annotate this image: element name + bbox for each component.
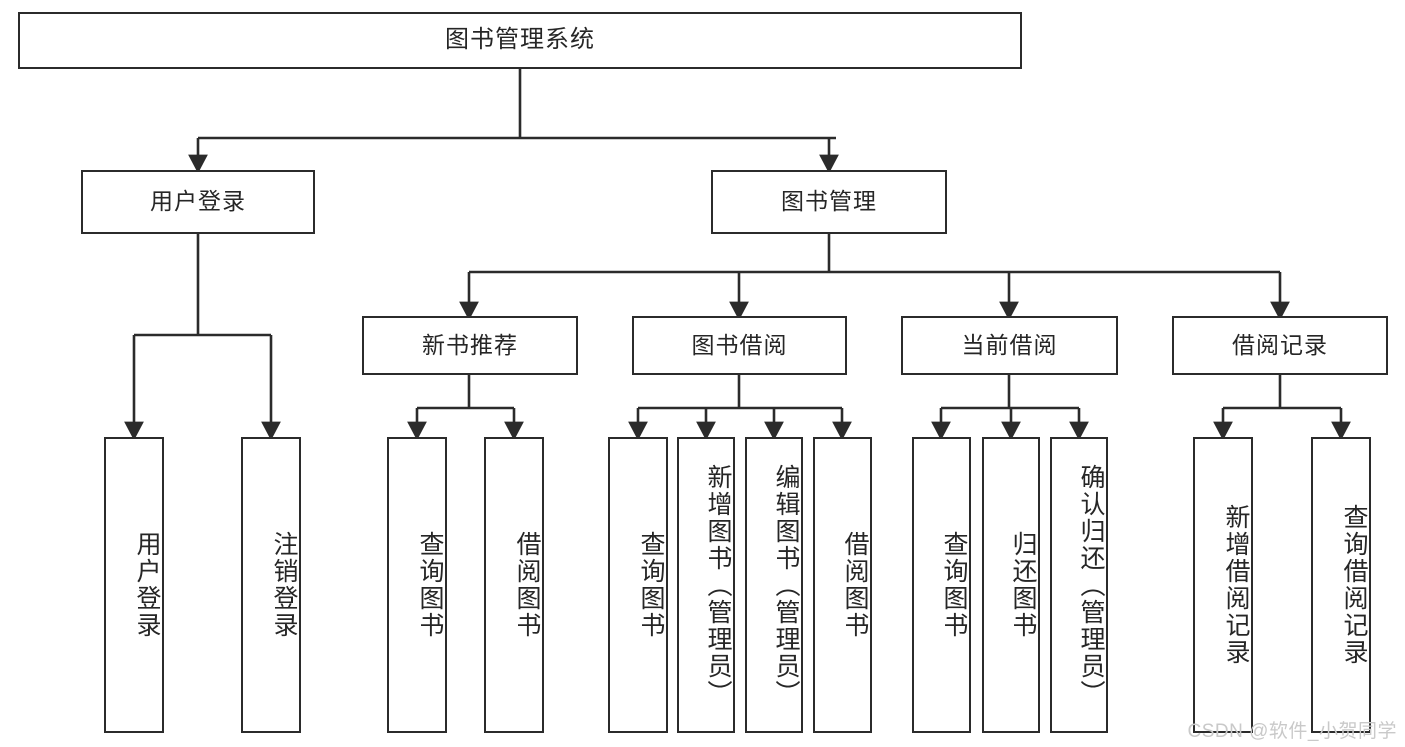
watermark: CSDN @软件_小贺同学 <box>1187 721 1397 742</box>
node-new-book-recommendation[interactable]: 新书推荐 <box>362 316 578 375</box>
node-label: 当前借阅 <box>961 331 1058 358</box>
node-label: 编辑图书（管理员） <box>772 463 800 707</box>
node-borrowing-record[interactable]: 借阅记录 <box>1172 316 1388 375</box>
node-label: 注销登录 <box>270 531 298 639</box>
node-label: 查询图书 <box>416 531 444 639</box>
leaf-add-borrow-record[interactable]: 新增借阅记录 <box>1193 437 1253 733</box>
node-label: 借阅记录 <box>1232 331 1328 358</box>
node-book-management-system[interactable]: 图书管理系统 <box>18 12 1022 69</box>
leaf-query-book-current[interactable]: 查询图书 <box>912 437 971 733</box>
node-label: 查询图书 <box>940 531 968 639</box>
leaf-query-book-borrow[interactable]: 查询图书 <box>608 437 668 733</box>
node-label: 借阅图书 <box>841 531 869 639</box>
leaf-return-book[interactable]: 归还图书 <box>982 437 1040 733</box>
node-label: 用户登录 <box>150 188 246 215</box>
node-book-borrowing[interactable]: 图书借阅 <box>632 316 847 375</box>
node-label: 归还图书 <box>1009 531 1037 639</box>
leaf-borrow-book-recommend[interactable]: 借阅图书 <box>484 437 544 733</box>
leaf-confirm-return-admin[interactable]: 确认归还（管理员） <box>1050 437 1108 733</box>
leaf-edit-book-admin[interactable]: 编辑图书（管理员） <box>745 437 803 733</box>
node-label: 用户登录 <box>133 531 161 639</box>
leaf-user-login[interactable]: 用户登录 <box>104 437 164 733</box>
node-label: 图书管理系统 <box>445 26 595 54</box>
node-label: 图书借阅 <box>691 331 788 358</box>
leaf-add-book-admin[interactable]: 新增图书（管理员） <box>677 437 735 733</box>
node-label: 新增借阅记录 <box>1222 504 1250 666</box>
node-label: 图书管理 <box>781 188 877 215</box>
node-label: 查询借阅记录 <box>1340 504 1368 666</box>
node-label: 借阅图书 <box>513 531 541 639</box>
node-current-borrowing[interactable]: 当前借阅 <box>901 316 1118 375</box>
node-book-management[interactable]: 图书管理 <box>711 170 947 234</box>
node-label: 查询图书 <box>637 531 665 639</box>
node-label: 新增图书（管理员） <box>704 463 732 707</box>
node-user-login[interactable]: 用户登录 <box>81 170 315 234</box>
leaf-logout[interactable]: 注销登录 <box>241 437 301 733</box>
node-label: 新书推荐 <box>422 331 518 358</box>
leaf-query-book-recommend[interactable]: 查询图书 <box>387 437 447 733</box>
leaf-borrow-book[interactable]: 借阅图书 <box>813 437 872 733</box>
leaf-query-borrow-record[interactable]: 查询借阅记录 <box>1311 437 1371 733</box>
node-label: 确认归还（管理员） <box>1077 463 1105 707</box>
